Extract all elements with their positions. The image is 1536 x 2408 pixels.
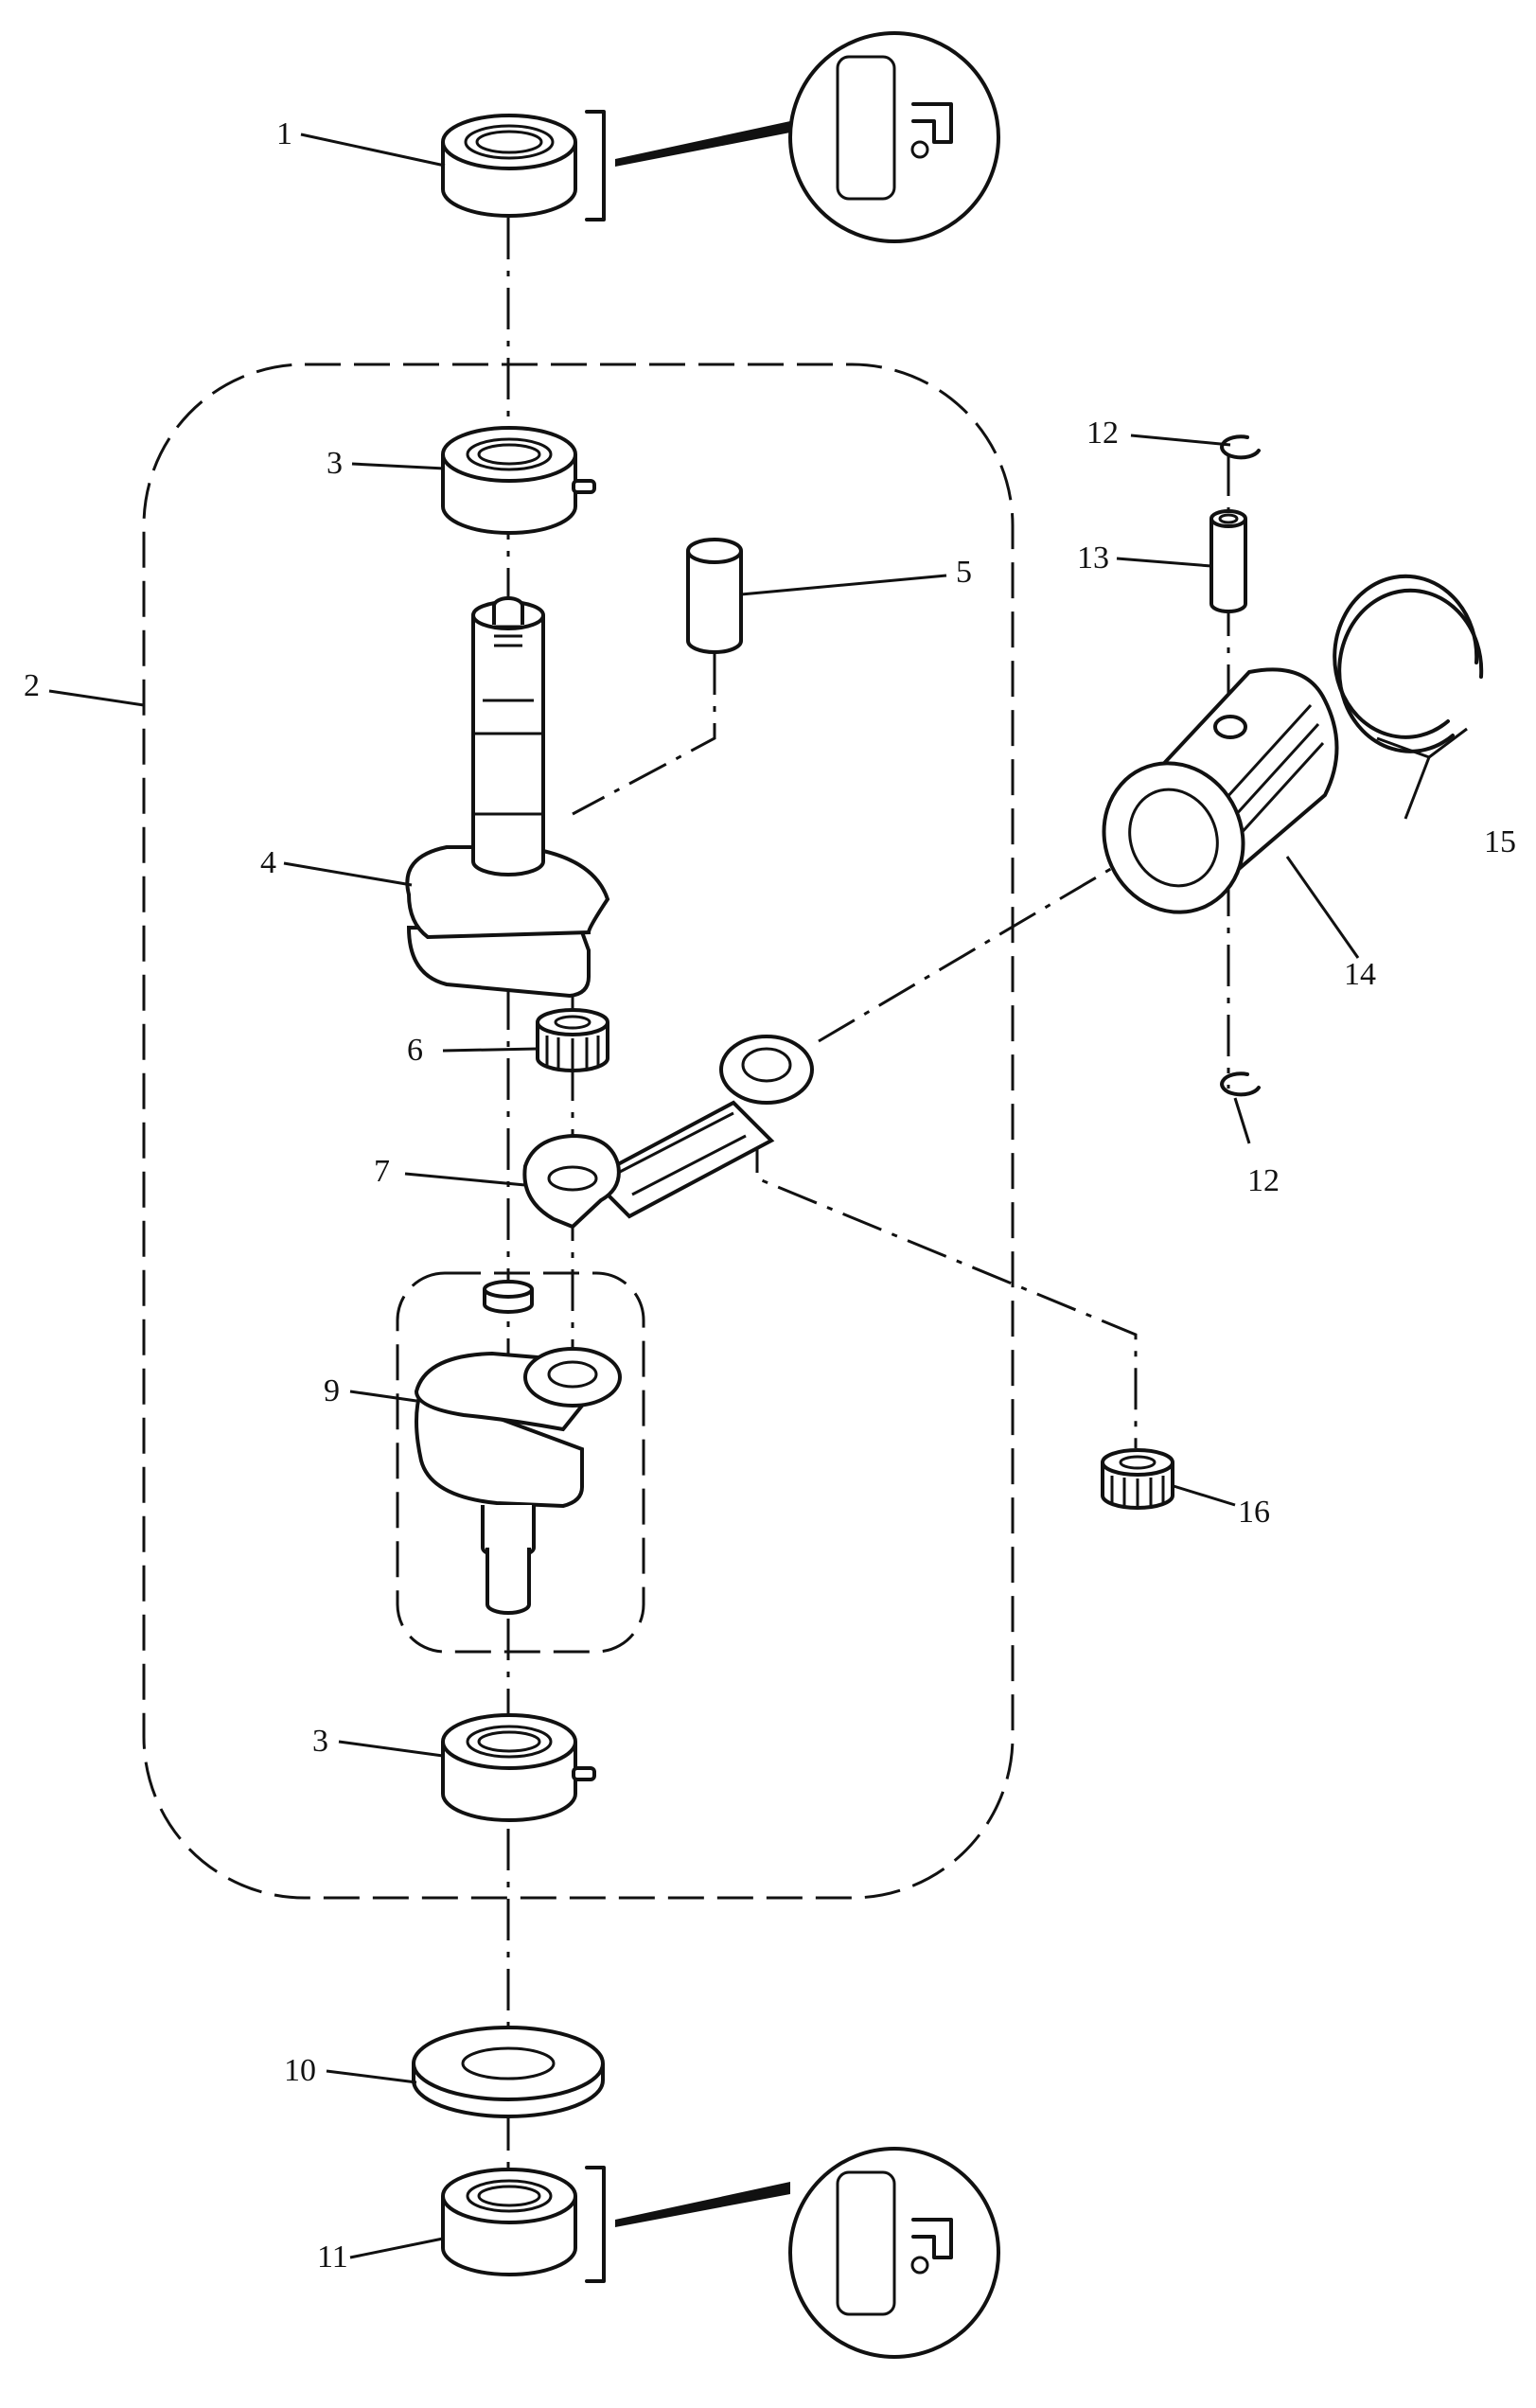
crank-pin-plug xyxy=(483,1280,534,1314)
circlip-12-bottom xyxy=(1220,1071,1261,1097)
detail-bracket-top xyxy=(585,110,606,221)
label-part-12-top: 12 xyxy=(1086,416,1119,451)
rod-to-bearing-axis xyxy=(755,1131,1138,1448)
label-part-9: 9 xyxy=(324,1373,340,1408)
label-part-5: 5 xyxy=(956,555,972,590)
bearing-3-upper xyxy=(441,426,596,535)
label-part-15: 15 xyxy=(1484,824,1516,859)
assembly-group-outline xyxy=(142,363,1015,1900)
pin-5 xyxy=(686,538,743,654)
label-part-14: 14 xyxy=(1344,957,1376,992)
bearing-11 xyxy=(441,2168,577,2276)
label-part-1: 1 xyxy=(276,116,292,151)
label-part-3-upper: 3 xyxy=(327,446,343,481)
label-part-13: 13 xyxy=(1077,540,1109,575)
label-part-10: 10 xyxy=(284,2053,316,2088)
label-part-6: 6 xyxy=(407,1033,423,1068)
detail-leader-top xyxy=(615,121,790,167)
bearing-3-lower xyxy=(441,1713,596,1822)
label-part-7: 7 xyxy=(374,1154,390,1189)
bearing-1 xyxy=(441,114,577,218)
leader-lines xyxy=(48,133,1468,2259)
crank-web-9 xyxy=(414,1347,622,1615)
piston-pin-13 xyxy=(1209,509,1247,613)
crank-subgroup-outline xyxy=(396,1271,645,1654)
label-part-2: 2 xyxy=(24,668,40,703)
detail-bracket-bottom xyxy=(585,2166,606,2283)
label-part-11: 11 xyxy=(317,2240,348,2275)
detail-circle-top xyxy=(788,31,1000,243)
piston-rings-15 xyxy=(1333,574,1484,753)
pin-axis-line xyxy=(572,653,716,816)
label-part-16: 16 xyxy=(1238,1495,1270,1530)
needle-bearing-6 xyxy=(536,1008,609,1072)
label-part-4: 4 xyxy=(260,845,276,880)
washer-10 xyxy=(412,2026,605,2118)
detail-circle-bottom xyxy=(788,2147,1000,2359)
detail-leader-bottom xyxy=(615,2182,790,2227)
connecting-rod-7 xyxy=(522,1035,814,1230)
label-part-12-bottom: 12 xyxy=(1247,1163,1280,1198)
crankshaft-4 xyxy=(405,596,610,999)
label-part-3-lower: 3 xyxy=(312,1724,328,1759)
circlip-12-top xyxy=(1220,434,1261,460)
needle-bearing-16 xyxy=(1101,1448,1174,1510)
piston-14 xyxy=(1102,667,1339,914)
